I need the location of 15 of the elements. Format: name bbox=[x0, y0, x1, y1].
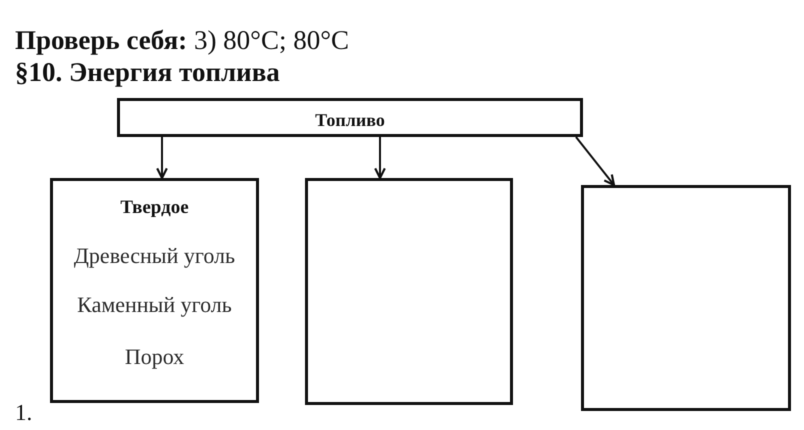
list-item: Каменный уголь bbox=[77, 292, 232, 318]
category-box bbox=[305, 178, 513, 405]
answer-check-line: Проверь себя: 3) 80°C; 80°C bbox=[15, 25, 350, 56]
category-box bbox=[50, 178, 259, 403]
exercise-number: 1. bbox=[15, 400, 32, 426]
arrow bbox=[374, 137, 386, 180]
concept-box bbox=[117, 98, 583, 137]
box-heading: Твердое bbox=[120, 197, 189, 219]
arrow bbox=[156, 137, 168, 180]
list-item: Порох bbox=[124, 344, 184, 370]
section-heading: §10. Энергия топлива bbox=[15, 57, 280, 88]
category-box bbox=[581, 185, 791, 411]
arrow bbox=[575, 136, 616, 186]
list-item: Древесный уголь bbox=[74, 243, 236, 268]
box-label: Топливо bbox=[315, 110, 385, 131]
